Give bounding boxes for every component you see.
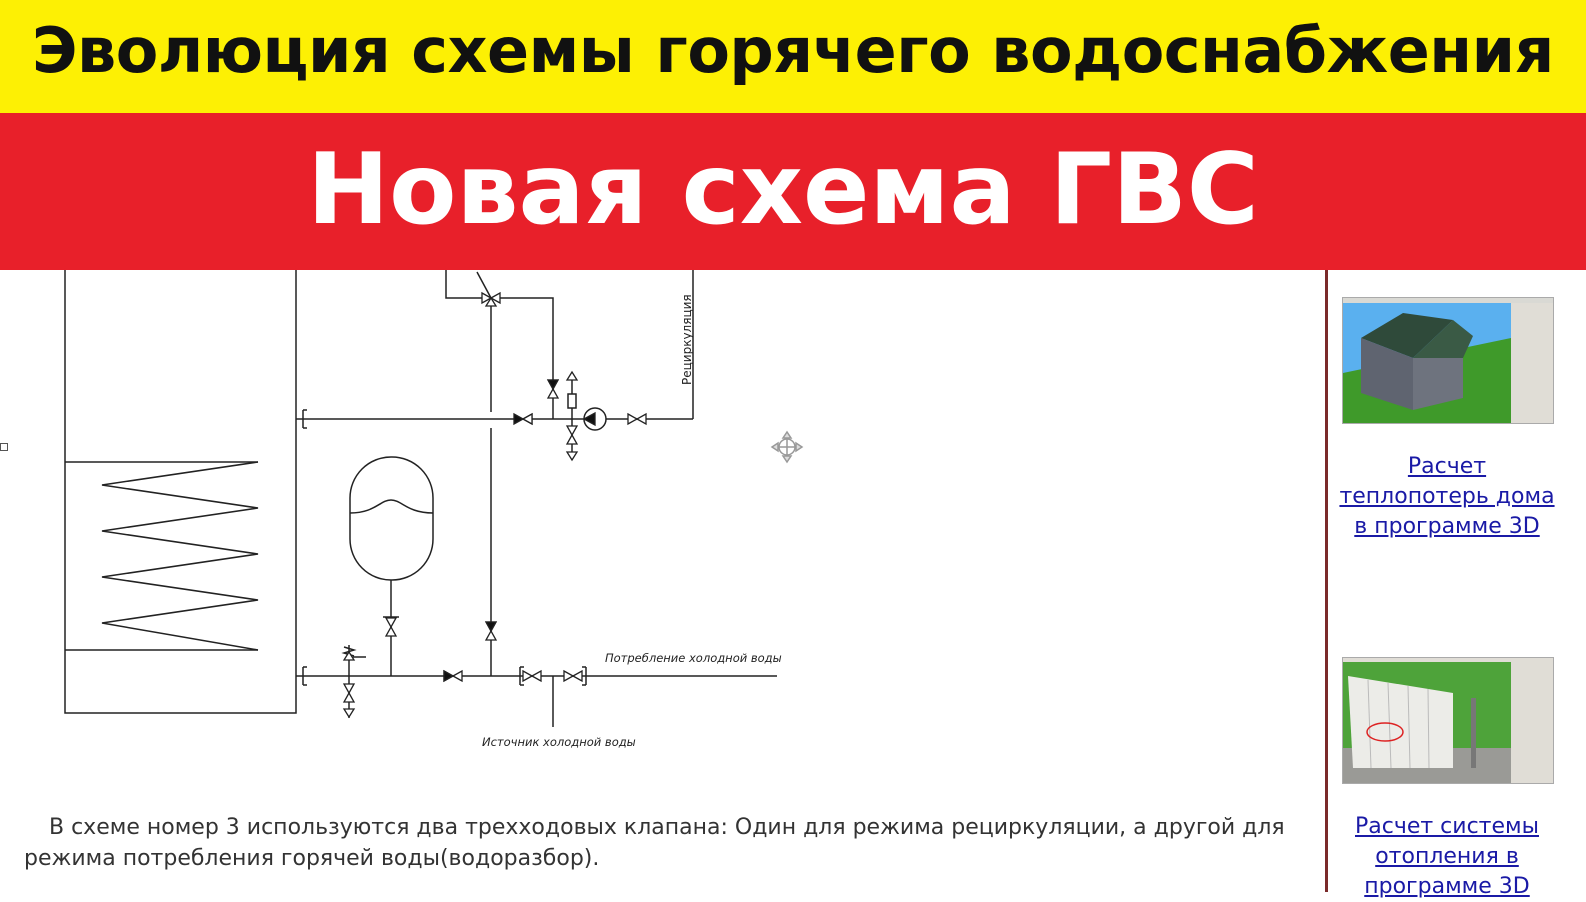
article-paragraph: В схеме номер 3 используются два трехход…: [24, 815, 1285, 871]
main-title: Эволюция схемы горячего водоснабжения: [32, 14, 1554, 87]
label-recirculation: Рециркуляция: [680, 294, 694, 385]
sidebar-divider: [1325, 270, 1328, 892]
heating-coil: [101, 461, 259, 651]
subtitle: Новая схема ГВС: [307, 133, 1259, 247]
hot-water-scheme-diagram: Рециркуляция Потребление холодной воды И…: [64, 270, 782, 749]
boiler-tank: [64, 270, 297, 714]
valve-symbols: [342, 291, 647, 719]
sidebar-link-heating-system[interactable]: Расчет системы отопления в программе 3D: [1355, 814, 1539, 899]
house-3d-thumbnail[interactable]: [1342, 297, 1554, 424]
sidebar-link-heat-loss[interactable]: Расчет теплопотерь дома в программе 3D: [1339, 454, 1555, 539]
move-cursor-icon: [770, 430, 804, 464]
label-cold-water-source: Источник холодной воды: [482, 735, 636, 749]
top-title-banner: Эволюция схемы горячего водоснабжения: [0, 0, 1586, 113]
resize-handle-left[interactable]: [0, 443, 8, 451]
subtitle-banner: Новая схема ГВС: [0, 113, 1586, 270]
label-cold-water-consumption: Потребление холодной воды: [605, 651, 782, 665]
expansion-tank: [349, 456, 434, 581]
radiator-3d-thumbnail[interactable]: [1342, 657, 1554, 784]
